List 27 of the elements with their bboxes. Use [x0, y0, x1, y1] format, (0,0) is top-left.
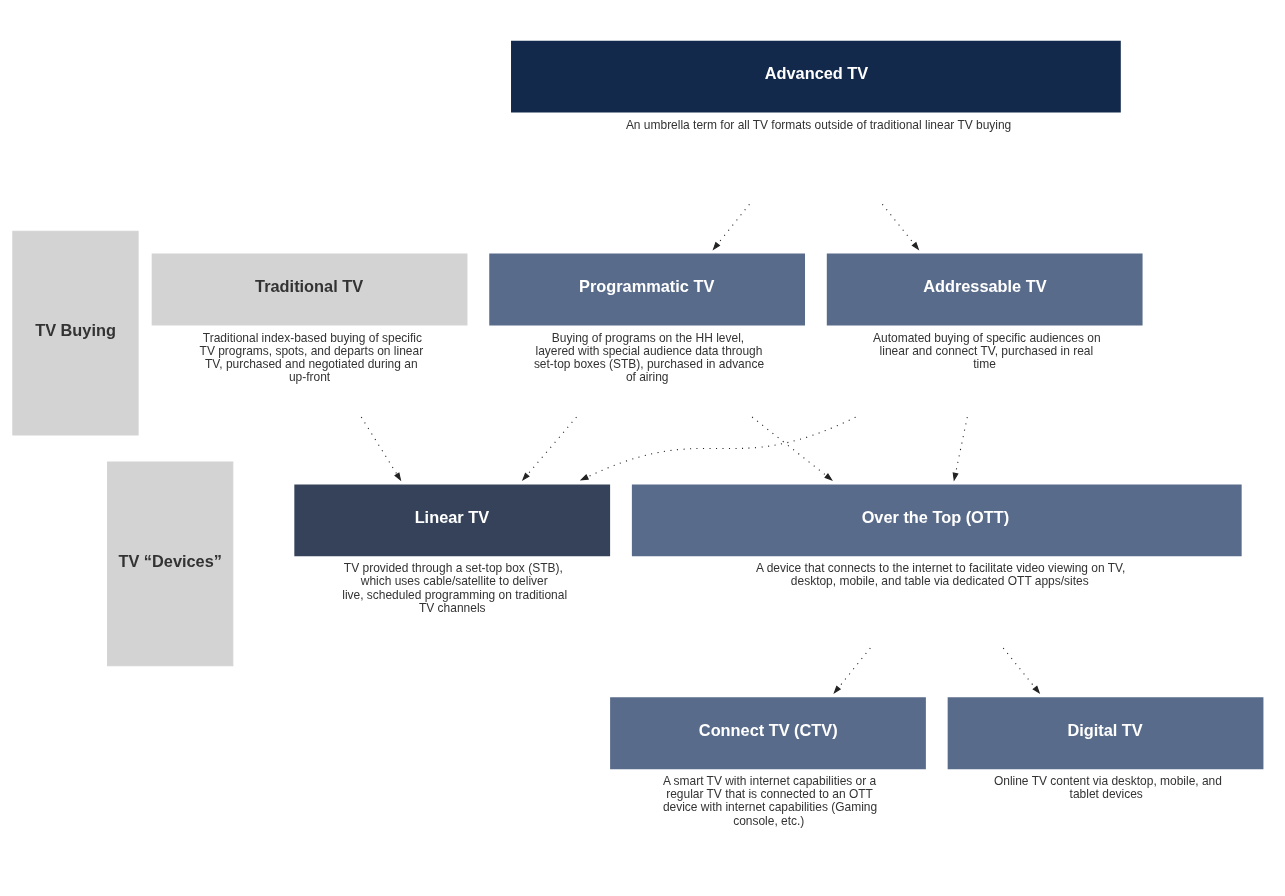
node-box: TV “Devices”	[107, 461, 234, 666]
node-box: Programmatic TV	[489, 253, 805, 325]
arrow	[1002, 646, 1041, 694]
node-box: Linear TV	[294, 483, 611, 556]
arrow	[881, 203, 920, 250]
node-label: An umbrella term for all TV formats outside of traditional linear TV buying	[625, 117, 1012, 132]
arrow	[952, 416, 968, 481]
node-label: A device that connects to the internet to facilitate video viewing on TV, desktop, mobile, and table via dedicated OTT apps/sites	[756, 560, 1126, 588]
node-box: Traditional TV	[151, 253, 468, 325]
node-box: TV Buying	[12, 230, 139, 435]
node-label: A smart TV with internet capabilities or a regular TV that is connected to an OTT device with internet capabilities (Gaming console, etc.)	[662, 773, 878, 827]
node-box: Advanced TV	[511, 40, 1121, 113]
node-label: Automated buying of specific audiences on linear and connect TV, purchased in real time	[873, 330, 1101, 371]
arrow	[360, 416, 402, 481]
arrow	[751, 416, 833, 481]
arrow	[579, 416, 857, 481]
node-box: Addressable TV	[826, 253, 1143, 325]
node-label: Online TV content via desktop, mobile, and tablet devices	[993, 773, 1222, 801]
node-label: Buying of programs on the HH level, layered with special audience data through set-top boxes (STB), purchased in advance of airing	[533, 330, 765, 384]
node-box: Over the Top (OTT)	[631, 483, 1242, 556]
arrow	[521, 416, 578, 481]
node-label: TV provided through a set-top box (STB), which uses cable/satellite to deliver live, scheduled programming on traditional TV channels	[342, 560, 568, 615]
node-box: Connect TV (CTV)	[610, 696, 926, 769]
arrow	[833, 646, 871, 694]
arrow	[712, 203, 750, 250]
node-label: Traditional index-based buying of specific TV programs, spots, and departs on linear TV, purchased and negotiated during an up-front	[199, 330, 424, 384]
node-box: Digital TV	[947, 696, 1264, 769]
